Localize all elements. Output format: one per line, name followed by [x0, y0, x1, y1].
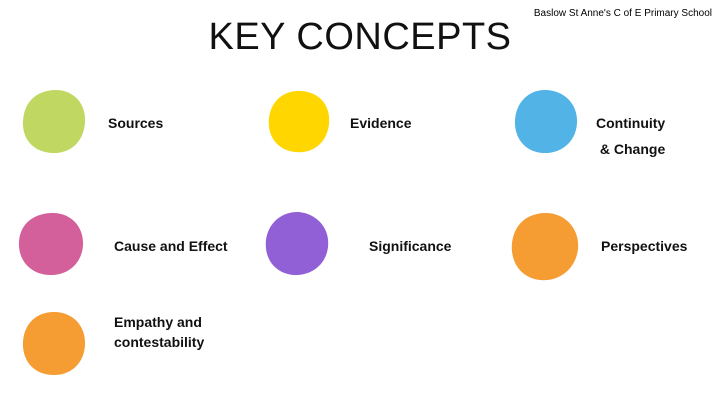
concept-label-line: Perspectives: [601, 238, 688, 254]
empathy-contestability-blob-shape: [22, 312, 86, 376]
page-title: KEY CONCEPTS: [208, 16, 512, 58]
concept-label-line: Continuity: [596, 115, 666, 131]
concept-label-line: Sources: [108, 115, 164, 131]
continuity-change-blob: [514, 90, 578, 154]
sources-blob: [22, 89, 86, 154]
concept-label-cause-effect: Cause and Effect: [114, 233, 228, 259]
concept-label-evidence: Evidence: [350, 110, 411, 136]
concept-label-sources: Sources: [108, 110, 163, 136]
cause-effect-blob-shape: [18, 212, 84, 276]
significance-blob-shape: [265, 211, 329, 276]
concept-label-perspectives: Perspectives: [601, 233, 687, 259]
concept-label-line: Empathy and: [114, 314, 202, 330]
concept-label-line: Evidence: [350, 115, 412, 131]
concept-label-significance: Significance: [369, 233, 451, 259]
school-name: Baslow St Anne's C of E Primary School: [533, 8, 712, 19]
empathy-contestability-blob: [22, 312, 86, 376]
concept-label-line: Cause and Effect: [114, 238, 228, 254]
evidence-blob: [268, 90, 330, 153]
significance-blob: [265, 211, 329, 276]
concept-label-empathy-contestability: Empathy and contestability: [114, 312, 204, 352]
evidence-blob-shape: [268, 90, 330, 153]
concept-label-line: Significance: [369, 238, 452, 254]
continuity-change-blob-shape: [514, 90, 578, 154]
sources-blob-shape: [22, 89, 86, 154]
perspectives-blob: [511, 212, 579, 281]
cause-effect-blob: [18, 212, 84, 276]
perspectives-blob-shape: [511, 212, 579, 281]
concept-label-continuity-change: Continuity & Change: [596, 110, 665, 162]
concept-label-line: & Change: [596, 141, 666, 157]
concept-label-line: contestability: [114, 334, 205, 350]
